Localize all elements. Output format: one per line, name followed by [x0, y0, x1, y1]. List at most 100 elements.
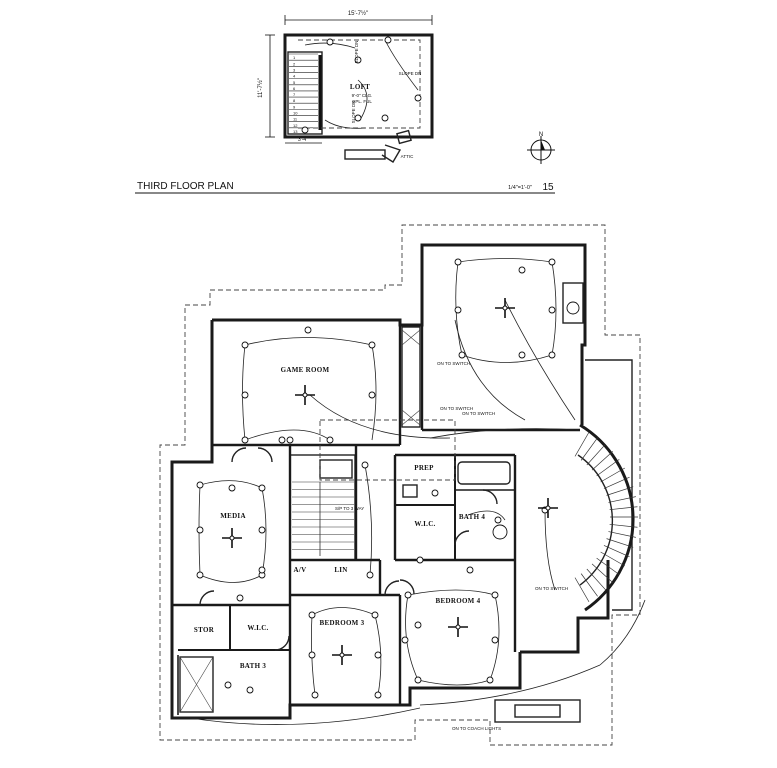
stair-step-number: 11	[293, 117, 298, 122]
stair-step-number: 1	[293, 55, 296, 60]
third-floor-small-dimension: 3'-4"	[298, 137, 308, 143]
third-floor-width-dimension: 15'-7½"	[348, 10, 368, 17]
recessed-light-icon	[368, 391, 376, 399]
recessed-light-icon	[491, 591, 499, 599]
recessed-light-icon	[416, 556, 424, 564]
recessed-light-icon	[286, 436, 294, 444]
recessed-light-icon	[258, 526, 266, 534]
third-floor-height-dimension: 11'-7½"	[257, 78, 264, 98]
third-floor-stair	[287, 51, 323, 135]
recessed-light-icon	[454, 306, 462, 314]
recessed-light-icon	[278, 436, 286, 444]
room-game-room: GAME ROOM	[281, 366, 330, 374]
recessed-light-icon	[414, 621, 422, 629]
note-on-to-switch-2: ON TO SWITCH	[440, 406, 473, 411]
ceiling-fan-icon	[332, 645, 352, 665]
room-loft: LOFT	[350, 83, 370, 91]
stair-step-number: 6	[293, 86, 296, 91]
note-ceiling: 9'-0" CLG.	[352, 93, 373, 98]
room-lin: LIN	[334, 566, 347, 574]
recessed-light-icon	[494, 516, 502, 524]
stair-step-number: 4	[293, 74, 296, 79]
stair-step-number: 9	[293, 104, 296, 109]
room-attic: ATTIC	[401, 154, 414, 159]
recessed-light-icon	[311, 691, 319, 699]
recessed-light-icon	[466, 566, 474, 574]
second-floor-plan: GAME ROOM MEDIA STOR W.I.C. BATH 3 BEDRO…	[159, 224, 646, 746]
recessed-light-icon	[326, 436, 334, 444]
recessed-light-icon	[241, 341, 249, 349]
recessed-light-icon	[431, 489, 439, 497]
recessed-light-icon	[491, 636, 499, 644]
room-a-v: A/V	[294, 566, 307, 574]
recessed-light-icon	[404, 591, 412, 599]
recessed-light-icon	[548, 351, 556, 359]
recessed-light-icon	[258, 566, 266, 574]
north-arrow: N	[527, 132, 555, 164]
sheet-scale: 1/4"=1'-0"	[508, 185, 532, 191]
stair-step-number: 8	[293, 98, 296, 103]
stair-step-number: 12	[293, 123, 298, 128]
recessed-light-icon	[548, 258, 556, 266]
note-slope-dn-3: SLOPE DN	[351, 101, 356, 124]
curved-staircase	[574, 423, 638, 612]
room-bath-3: BATH 3	[240, 662, 267, 670]
recessed-light-icon	[236, 594, 244, 602]
ceiling-fan-icon	[295, 385, 315, 405]
recessed-light-icon	[548, 306, 556, 314]
room-stor: STOR	[194, 626, 215, 634]
recessed-light-icon	[458, 351, 466, 359]
note-slope-dn-1: SLOPE DN	[399, 71, 422, 76]
room-bath-4: BATH 4	[459, 513, 486, 521]
stair-step-number: 3	[293, 67, 296, 72]
third-floor-walls	[283, 33, 434, 139]
recessed-light-icon	[518, 266, 526, 274]
recessed-light-icon	[228, 484, 236, 492]
exterior-walls	[212, 243, 587, 425]
note-on-to-switch-1: ON TO SWITCH	[437, 361, 470, 366]
ceiling-fan-icon	[495, 298, 515, 318]
recessed-light-icon	[241, 436, 249, 444]
recessed-light-icon	[361, 461, 369, 469]
recessed-light-icon	[371, 611, 379, 619]
recessed-light-icon	[401, 636, 409, 644]
recessed-light-icon	[258, 484, 266, 492]
ceiling-fan-icon	[538, 498, 558, 518]
recessed-light-icon	[224, 681, 232, 689]
recessed-light-icon	[246, 686, 254, 694]
note-slope-dn-2: SLOPE DN	[354, 41, 359, 64]
stair-step-number: 10	[293, 111, 298, 116]
recessed-light-icon	[241, 391, 249, 399]
recessed-light-icon	[196, 481, 204, 489]
sheet-number: 15	[542, 182, 554, 193]
room-wic-2: W.I.C.	[414, 520, 435, 528]
room-bedroom-3: BEDROOM 3	[320, 619, 365, 627]
recessed-light-icon	[414, 676, 422, 684]
stair-step-number: 5	[293, 80, 296, 85]
recessed-light-icon	[454, 258, 462, 266]
ceiling-fan-icon	[448, 617, 468, 637]
note-on-to-switch-4: ON TO SWITCH	[535, 586, 568, 591]
stair-step-number: 13	[293, 129, 298, 134]
recessed-light-icon	[304, 326, 312, 334]
stair-step-number: 7	[293, 92, 296, 97]
north-label: N	[539, 132, 543, 138]
recessed-light-icon	[308, 611, 316, 619]
note-stair: S/P TO 3 WAY	[335, 506, 364, 511]
recessed-light-icon	[374, 691, 382, 699]
roof-outline	[159, 224, 641, 746]
note-on-to-switch-3: ON TO SWITCH	[462, 411, 495, 416]
room-wic-1: W.I.C.	[247, 624, 268, 632]
room-media: MEDIA	[220, 512, 246, 520]
stair-step-number: 2	[293, 61, 296, 66]
recessed-light-icon	[374, 651, 382, 659]
recessed-light-icon	[368, 341, 376, 349]
recessed-light-icon	[518, 351, 526, 359]
ceiling-fan-icon	[222, 528, 242, 548]
recessed-light-icon	[196, 526, 204, 534]
sheet-title: THIRD FLOOR PLAN	[137, 181, 234, 192]
title-block: THIRD FLOOR PLAN 1/4"=1'-0" 15	[135, 181, 555, 194]
recessed-light-icon	[308, 651, 316, 659]
